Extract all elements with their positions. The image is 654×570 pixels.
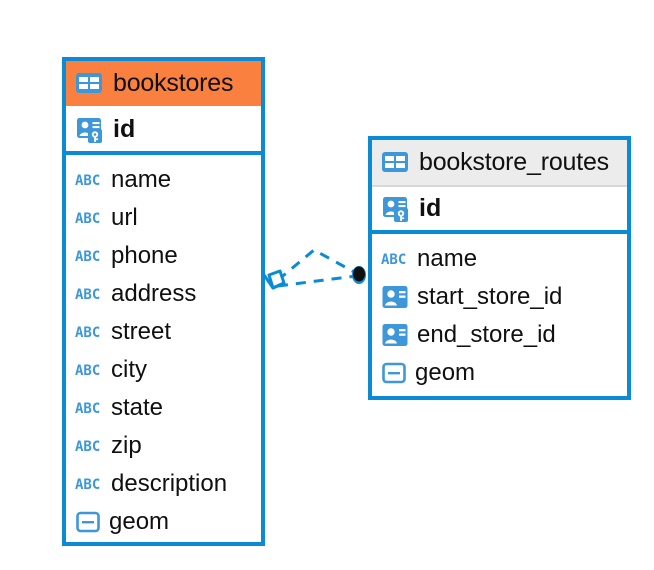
field-row[interactable]: ABC phone [66, 237, 261, 275]
primary-key-label: id [419, 194, 442, 222]
field-row[interactable]: ABC zip [66, 427, 261, 465]
abc-text-icon: ABC [381, 252, 406, 268]
field-row[interactable]: ABC url [66, 199, 261, 237]
svg-text:ABC: ABC [75, 439, 100, 455]
svg-text:ABC: ABC [75, 249, 100, 265]
field-label: city [111, 356, 147, 383]
primary-key-row[interactable]: id [66, 106, 261, 155]
primary-key-icon [383, 196, 408, 222]
field-label: name [417, 245, 478, 272]
field-list: ABC name ABC url ABC phone ABC [66, 155, 261, 545]
field-row[interactable]: ABC name [372, 240, 627, 278]
abc-text-icon: ABC [75, 477, 100, 493]
entity-table-bookstores[interactable]: bookstores id ABC name [62, 57, 265, 546]
field-row[interactable]: ABC city [66, 351, 261, 389]
abc-text-icon: ABC [75, 211, 100, 227]
svg-text:ABC: ABC [75, 325, 100, 341]
field-label: end_store_id [417, 321, 556, 348]
abc-text-icon: ABC [75, 401, 100, 417]
relationship-line-upper [277, 248, 357, 282]
entity-header-bookstore-routes[interactable]: bookstore_routes [372, 140, 627, 185]
field-row[interactable]: ABC state [66, 389, 261, 427]
crows-foot-diamond-marker [260, 269, 286, 290]
abc-text-icon: ABC [75, 325, 100, 341]
field-row[interactable]: ABC description [66, 465, 261, 503]
primary-key-icon [77, 117, 102, 143]
field-label: start_store_id [417, 283, 563, 310]
svg-text:ABC: ABC [75, 173, 100, 189]
field-row[interactable]: geom [372, 354, 627, 392]
svg-text:ABC: ABC [75, 211, 100, 227]
field-label: url [111, 204, 138, 231]
abc-text-icon: ABC [75, 287, 100, 303]
foreign-key-icon [382, 324, 408, 346]
geometry-icon [76, 511, 100, 533]
field-label: state [111, 394, 164, 421]
entity-header-bookstores[interactable]: bookstores [66, 61, 261, 106]
field-row[interactable]: ABC name [66, 161, 261, 199]
geometry-icon [382, 362, 406, 384]
field-row[interactable]: ABC address [66, 275, 261, 313]
svg-text:ABC: ABC [75, 401, 100, 417]
field-row[interactable]: ABC street [66, 313, 261, 351]
field-label: street [111, 318, 172, 345]
primary-key-row[interactable]: id [372, 185, 627, 234]
table-icon [382, 152, 408, 172]
field-label: phone [111, 242, 178, 269]
field-label: address [111, 280, 197, 307]
field-row[interactable]: end_store_id [372, 316, 627, 354]
abc-text-icon: ABC [75, 439, 100, 455]
svg-text:ABC: ABC [75, 363, 100, 379]
abc-text-icon: ABC [75, 249, 100, 265]
entity-title: bookstores [113, 68, 234, 97]
abc-text-icon: ABC [75, 173, 100, 189]
field-label: geom [415, 359, 476, 386]
relationship-line-lower [277, 274, 357, 288]
filled-circle-marker [352, 266, 366, 284]
primary-key-label: id [113, 115, 136, 143]
entity-table-bookstore-routes[interactable]: bookstore_routes id ABC [368, 136, 631, 400]
field-label: geom [109, 508, 170, 535]
svg-text:ABC: ABC [75, 477, 100, 493]
field-label: description [111, 470, 228, 497]
foreign-key-icon [382, 286, 408, 308]
table-icon [76, 73, 102, 93]
entity-title: bookstore_routes [419, 147, 609, 176]
field-list: ABC name start_store_id [372, 234, 627, 396]
relationship-connector[interactable] [256, 240, 376, 310]
field-label: zip [111, 432, 142, 459]
svg-text:ABC: ABC [75, 287, 100, 303]
field-row[interactable]: start_store_id [372, 278, 627, 316]
abc-text-icon: ABC [75, 363, 100, 379]
field-row[interactable]: geom [66, 503, 261, 541]
svg-text:ABC: ABC [381, 252, 406, 268]
field-label: name [111, 166, 172, 193]
